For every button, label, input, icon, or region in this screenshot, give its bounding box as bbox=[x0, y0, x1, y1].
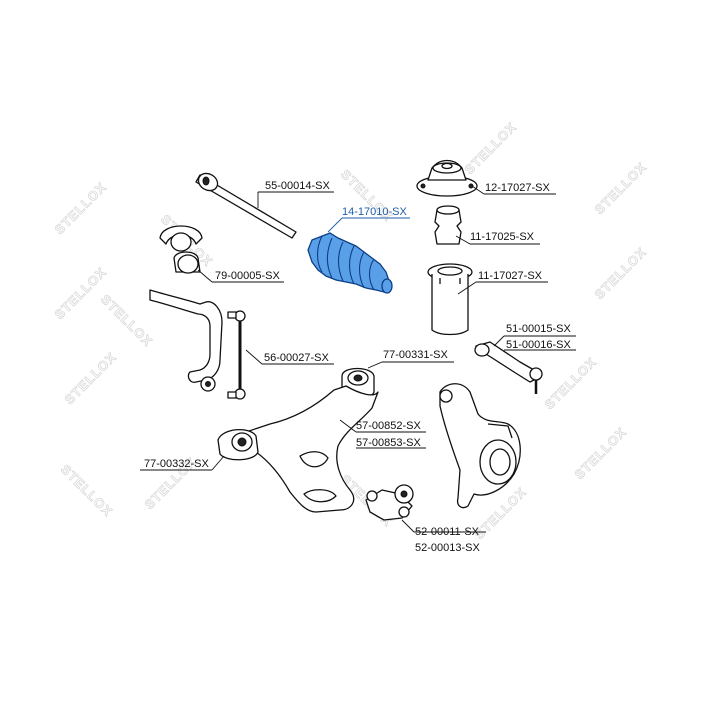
watermark-text: STELLOX bbox=[462, 119, 520, 177]
watermark-text: STELLOX bbox=[98, 292, 156, 350]
bump-stop: 11-17025-SX bbox=[434, 205, 540, 245]
label-dust-cover: 11-17027-SX bbox=[478, 270, 543, 282]
watermark-text: STELLOX bbox=[62, 349, 120, 407]
steering-knuckle bbox=[439, 383, 521, 509]
watermark-text: STELLOX bbox=[58, 462, 116, 520]
steering-boot: 14-17010-SX bbox=[307, 206, 410, 294]
watermark-text: STELLOX bbox=[542, 354, 600, 412]
control-arm: 57-00852-SX 57-00853-SX bbox=[245, 385, 426, 513]
watermark-text: STELLOX bbox=[52, 264, 110, 322]
label-tie-rod: 55-00014-SX bbox=[265, 180, 330, 192]
label-strut-mount: 12-17027-SX bbox=[485, 182, 550, 194]
label-arm-bushing-rear: 77-00331-SX bbox=[383, 349, 448, 361]
label-stabilizer-link: 56-00027-SX bbox=[264, 352, 329, 364]
label-tie-rod-end-2: 51-00016-SX bbox=[506, 339, 571, 351]
tie-rod-end: 51-00015-SX 51-00016-SX bbox=[474, 323, 576, 394]
watermark-text: STELLOX bbox=[592, 159, 650, 217]
arm-bushing-rear: 77-00331-SX bbox=[341, 349, 454, 399]
dust-cover: 11-17027-SX bbox=[427, 263, 548, 336]
label-control-arm-1: 57-00852-SX bbox=[356, 420, 421, 432]
label-ball-joint-1: 52-00011-SX bbox=[415, 526, 480, 538]
strut-mount: 12-17027-SX bbox=[416, 159, 556, 197]
label-steering-boot: 14-17010-SX bbox=[342, 206, 407, 218]
label-bump-stop: 11-17025-SX bbox=[470, 231, 535, 243]
stabilizer-link: 56-00027-SX bbox=[227, 310, 334, 400]
tie-rod: 55-00014-SX bbox=[195, 172, 334, 239]
stabilizer-bushing: 79-00005-SX bbox=[159, 225, 284, 283]
label-tie-rod-end-1: 51-00015-SX bbox=[506, 323, 571, 335]
ball-joint: 52-00011-SX 52-00013-SX bbox=[365, 484, 486, 554]
label-stabilizer-bushing: 79-00005-SX bbox=[215, 270, 280, 282]
label-ball-joint-2: 52-00013-SX bbox=[415, 542, 480, 554]
watermark-text: STELLOX bbox=[592, 244, 650, 302]
arm-bushing-front: 77-00332-SX bbox=[140, 429, 259, 471]
label-arm-bushing-front: 77-00332-SX bbox=[144, 458, 209, 470]
watermark-text: STELLOX bbox=[52, 179, 110, 237]
stabilizer-bar bbox=[149, 289, 223, 392]
label-control-arm-2: 57-00853-SX bbox=[356, 437, 421, 449]
watermark-text: STELLOX bbox=[572, 424, 630, 482]
